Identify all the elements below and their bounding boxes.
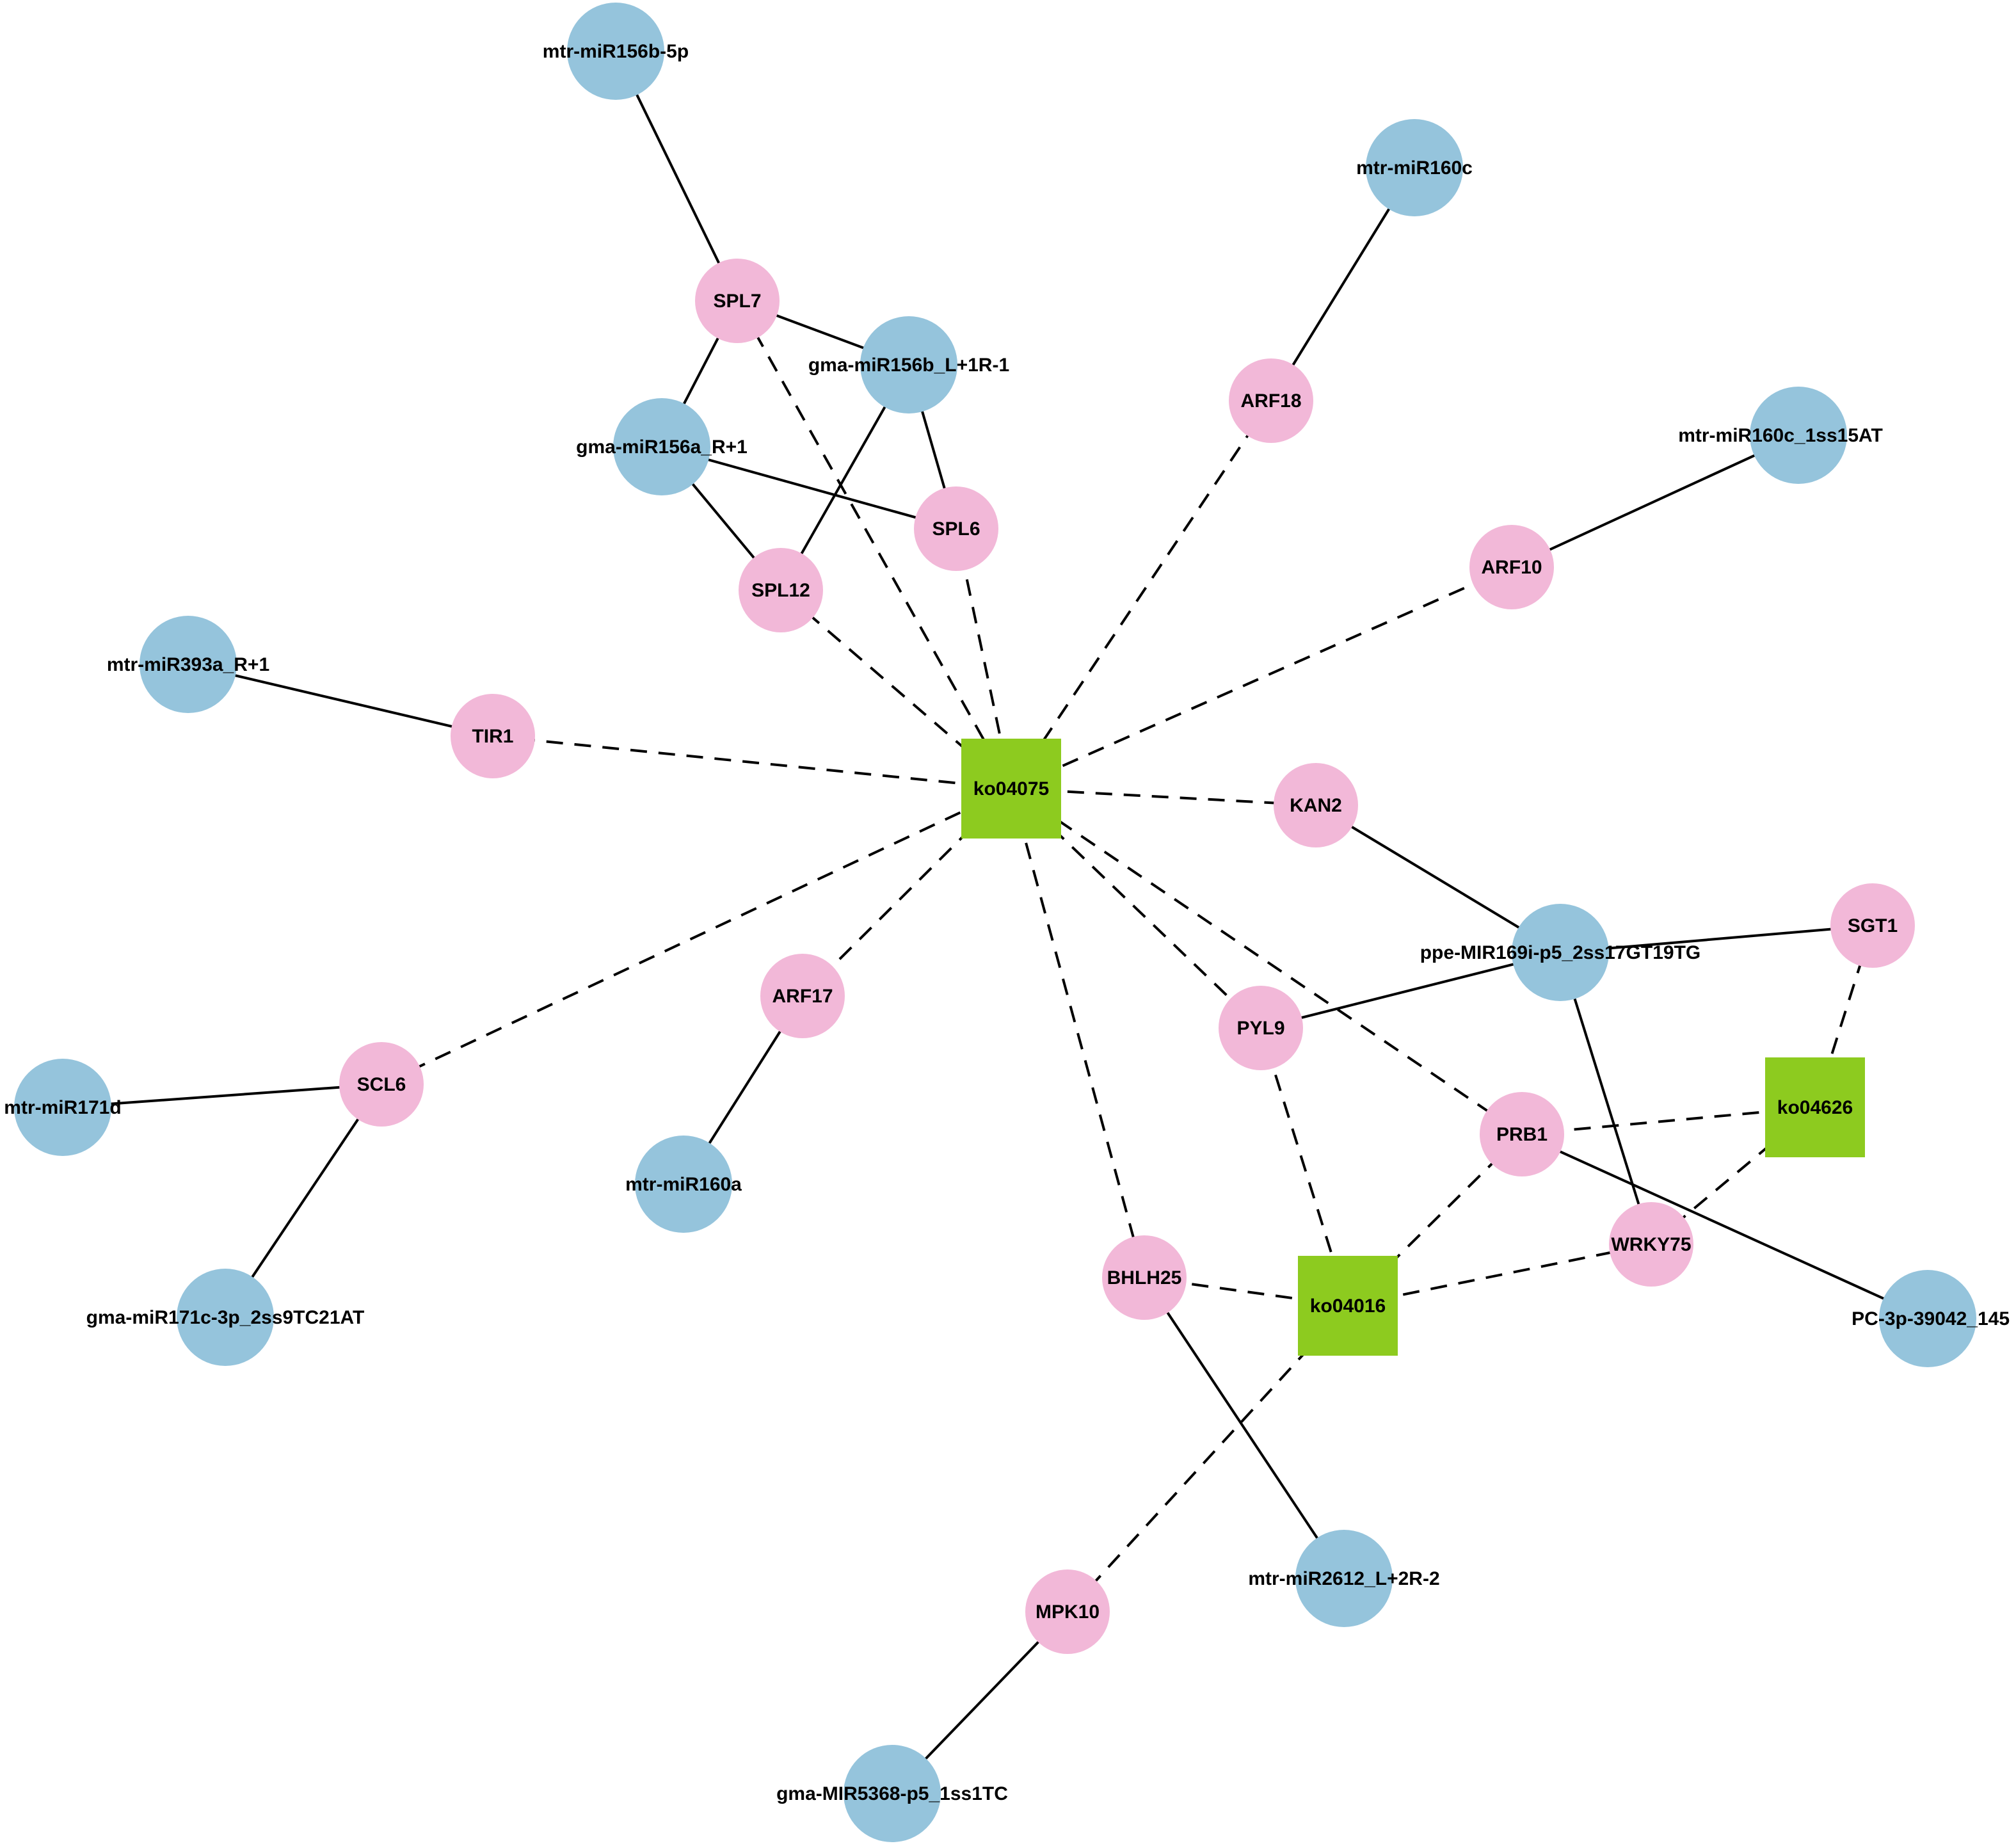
- gene-node-arf18[interactable]: [1229, 358, 1313, 443]
- node-label-arf10: ARF10: [1481, 557, 1542, 578]
- gene-node-arf17[interactable]: [760, 954, 845, 1038]
- edge-ko04075-to-arf10: [1011, 566, 1512, 790]
- node-label-spl6: SPL6: [932, 518, 980, 540]
- node-label-scl6: SCL6: [357, 1074, 406, 1095]
- node-label-mtr-mir393a-r-1: mtr-miR393a_R+1: [107, 654, 269, 675]
- node-label-kan2: KAN2: [1290, 795, 1342, 816]
- edge-ko04075-to-kan2: [1011, 787, 1316, 807]
- node-label-pc-3p-39042-145: PC-3p-39042_145: [1852, 1308, 2010, 1329]
- node-label-gma-mir156a-r-1: gma-miR156a_R+1: [576, 437, 748, 458]
- gene-node-wrky75[interactable]: [1609, 1202, 1693, 1287]
- edge-ko04016-to-mpk10: [1066, 1304, 1349, 1613]
- node-label-ko04626: ko04626: [1777, 1097, 1853, 1118]
- gene-node-tir1[interactable]: [451, 694, 535, 778]
- edge-ppe-mir169i-p5-2ss17gt19tg-to-wrky75: [1559, 952, 1652, 1245]
- mirna-node-gma-mir156a-r-1[interactable]: [613, 398, 710, 495]
- node-label-ppe-mir169i-p5-2ss17gt19tg: ppe-MIR169i-p5_2ss17GT19TG: [1420, 942, 1701, 963]
- gene-node-bhlh25[interactable]: [1102, 1235, 1187, 1320]
- pathway-node-ko04626[interactable]: [1765, 1057, 1865, 1157]
- node-label-arf17: ARF17: [772, 986, 833, 1007]
- edge-layer: [62, 51, 1928, 1795]
- mirna-node-gma-mir156b-l-1r-1[interactable]: [860, 316, 957, 413]
- pathway-node-ko04016[interactable]: [1298, 1256, 1398, 1356]
- mirna-node-mtr-mir160c-1ss15at[interactable]: [1750, 387, 1847, 484]
- node-label-mtr-mir160c: mtr-miR160c: [1356, 157, 1473, 179]
- edge-ko04075-to-tir1: [492, 735, 1012, 790]
- mirna-node-mtr-mir156b-5p[interactable]: [567, 3, 664, 100]
- edge-ko04016-to-pyl9: [1260, 1027, 1349, 1306]
- gene-node-arf10[interactable]: [1469, 525, 1554, 609]
- edge-ko04075-to-arf18: [1010, 399, 1272, 790]
- node-label-arf18: ARF18: [1240, 390, 1301, 412]
- mirna-node-ppe-mir169i-p5-2ss17gt19tg[interactable]: [1512, 904, 1609, 1001]
- node-label-sgt1: SGT1: [1848, 915, 1898, 936]
- node-label-pyl9: PYL9: [1236, 1018, 1284, 1039]
- gene-node-spl6[interactable]: [914, 486, 998, 571]
- edge-ppe-mir169i-p5-2ss17gt19tg-to-pyl9: [1260, 951, 1561, 1029]
- mirna-node-pc-3p-39042-145[interactable]: [1879, 1270, 1976, 1367]
- edge-ppe-mir169i-p5-2ss17gt19tg-to-sgt1: [1560, 924, 1873, 954]
- node-label-ko04075: ko04075: [973, 778, 1049, 799]
- edge-prb1-to-pc-3p-39042-145: [1521, 1133, 1928, 1320]
- gene-node-kan2[interactable]: [1274, 763, 1358, 847]
- node-label-bhlh25: BHLH25: [1107, 1267, 1182, 1288]
- mirna-node-mtr-mir2612-l-2r-2[interactable]: [1295, 1530, 1393, 1627]
- edge-bhlh25-to-mtr-mir2612-l-2r-2: [1143, 1276, 1345, 1580]
- gene-node-scl6[interactable]: [339, 1042, 424, 1127]
- gene-node-prb1[interactable]: [1480, 1092, 1564, 1176]
- mirna-node-gma-mir171c-3p-2ss9tc21at[interactable]: [177, 1269, 274, 1366]
- edge-mtr-mir160c-1ss15at-to-arf10: [1511, 434, 1799, 568]
- node-label-mtr-mir171d: mtr-miR171d: [4, 1097, 121, 1118]
- edge-gma-mir156a-r-1-to-spl6: [661, 445, 957, 530]
- mirna-node-mtr-mir160a[interactable]: [635, 1136, 732, 1233]
- edge-ko04075-to-arf17: [801, 787, 1012, 997]
- node-label-ko04016: ko04016: [1310, 1296, 1386, 1317]
- node-label-gma-mir156b-l-1r-1: gma-miR156b_L+1R-1: [808, 355, 1009, 376]
- edge-ko04075-to-bhlh25: [1010, 788, 1146, 1278]
- node-label-mtr-mir160c-1ss15at: mtr-miR160c_1ss15AT: [1678, 425, 1883, 446]
- gene-node-pyl9[interactable]: [1219, 986, 1303, 1070]
- mirna-node-mtr-mir171d[interactable]: [14, 1059, 111, 1156]
- gene-node-spl12[interactable]: [739, 548, 823, 632]
- node-label-prb1: PRB1: [1496, 1124, 1548, 1145]
- edge-ko04075-to-spl7: [736, 300, 1012, 789]
- node-label-mtr-mir2612-l-2r-2: mtr-miR2612_L+2R-2: [1248, 1568, 1439, 1589]
- node-label-wrky75: WRKY75: [1611, 1234, 1691, 1255]
- node-layer: [14, 3, 1976, 1842]
- pathway-node-ko04075[interactable]: [961, 739, 1061, 839]
- edge-ko04016-to-wrky75: [1347, 1243, 1652, 1307]
- mirna-node-mtr-mir160c[interactable]: [1366, 119, 1463, 216]
- gene-node-sgt1[interactable]: [1830, 883, 1915, 968]
- node-label-mpk10: MPK10: [1036, 1601, 1100, 1623]
- node-label-tir1: TIR1: [472, 726, 513, 747]
- node-label-gma-mir5368-p5-1ss1tc: gma-MIR5368-p5_1ss1TC: [776, 1783, 1008, 1804]
- node-label-gma-mir171c-3p-2ss9tc21at: gma-miR171c-3p_2ss9TC21AT: [86, 1307, 365, 1328]
- node-label-mtr-mir156b-5p: mtr-miR156b-5p: [543, 41, 689, 62]
- mirna-node-gma-mir5368-p5-1ss1tc[interactable]: [844, 1745, 941, 1842]
- label-layer: mtr-miR156b-5p mtr-miR160c gma-miR156b_L+1…: [4, 41, 2010, 1804]
- edge-mtr-mir393a-r-1-to-tir1: [188, 663, 493, 737]
- gene-node-spl7[interactable]: [695, 259, 780, 343]
- edge-ko04075-to-scl6: [381, 787, 1012, 1086]
- edge-ko04075-to-spl12: [780, 589, 1012, 790]
- edge-scl6-to-mtr-mir171d: [62, 1083, 382, 1109]
- node-label-spl12: SPL12: [751, 580, 810, 601]
- node-label-spl7: SPL7: [713, 291, 761, 312]
- edge-ko04626-to-prb1: [1521, 1106, 1816, 1136]
- mirna-node-mtr-mir393a-r-1[interactable]: [140, 616, 237, 713]
- node-label-mtr-mir160a: mtr-miR160a: [625, 1174, 742, 1195]
- edge-ko04075-to-prb1: [1010, 787, 1523, 1136]
- gene-node-mpk10[interactable]: [1025, 1569, 1110, 1654]
